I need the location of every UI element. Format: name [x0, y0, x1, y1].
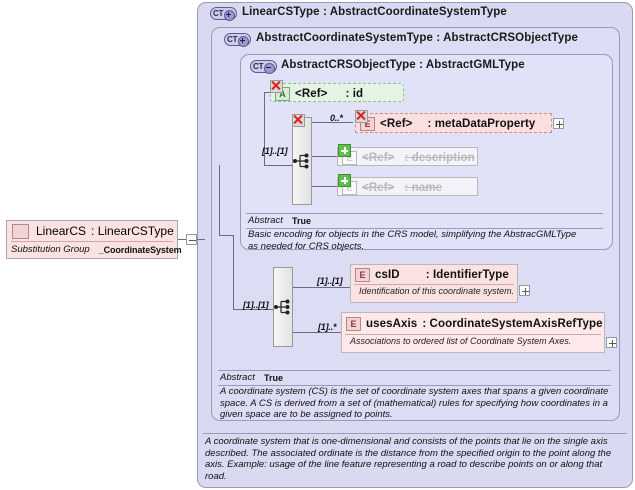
element-node-metadataproperty[interactable]: E <Ref> : metaDataProperty [355, 113, 552, 133]
attribute-node-id[interactable]: A <Ref> : id [270, 83, 404, 102]
occurrence-csid: [1]..[1] [317, 276, 343, 286]
element-name-name: : name [404, 181, 443, 194]
connector-line [219, 235, 233, 236]
element-type-csid: : IdentifierType [425, 268, 509, 281]
sequence-compositor-crs[interactable] [292, 117, 312, 205]
plus-badge-description[interactable] [338, 144, 351, 157]
divider [246, 228, 603, 229]
connector-line [197, 239, 205, 240]
sequence-icon [274, 299, 290, 315]
connector-line [264, 92, 265, 165]
attribute-ref-label: <Ref> [295, 87, 328, 100]
divider [218, 385, 611, 386]
element-node-usesaxis[interactable]: E usesAxis : CoordinateSystemAxisRefType… [341, 312, 605, 353]
collapse-button-linearcs[interactable] [186, 234, 197, 245]
connector-line [264, 92, 272, 93]
connector-line [264, 165, 292, 166]
connector-line [311, 186, 337, 187]
meta-value-abstract-crs: True [292, 216, 312, 226]
type-panel-abstractcrsobjecttype-title: AbstractCRSObjectType : AbstractGMLType [281, 59, 525, 71]
documentation-csid: Identification of this coordinate system… [354, 284, 514, 298]
element-icon: E [346, 316, 361, 331]
ct-badge-linearcstype[interactable]: CT [210, 7, 237, 21]
connector-line [233, 309, 273, 310]
expand-button-metadataproperty[interactable] [553, 118, 564, 129]
divider [203, 433, 627, 434]
type-panel-abstractcoordinatesystemtype-title: AbstractCoordinateSystemType : AbstractC… [256, 32, 578, 44]
expand-button-csid[interactable] [519, 285, 530, 296]
divider [218, 370, 611, 371]
meta-key-abstract-cs: Abstract [220, 372, 255, 383]
occurrence-usesaxis: [1]..* [318, 322, 337, 332]
meta-value-abstract-cs: True [264, 373, 284, 383]
connector-line [219, 165, 220, 235]
connector-line [311, 156, 337, 157]
element-node-linearcs[interactable]: LinearCS : LinearCSType Substitution Gro… [6, 220, 182, 259]
type-panel-linearcstype-title: LinearCSType : AbstractCoordinateSystemT… [242, 6, 507, 18]
ct-badge-abstractcoordinatesystemtype[interactable]: CT [224, 33, 251, 47]
element-name-usesaxis: usesAxis [366, 317, 418, 330]
element-node-description[interactable]: E <Ref> : description [337, 147, 478, 166]
element-icon [12, 223, 29, 239]
element-ref-label: <Ref> [362, 181, 395, 194]
element-node-name[interactable]: E <Ref> : name [337, 177, 478, 196]
element-ref-label: <Ref> [380, 117, 413, 130]
substitution-group-value: _CoordinateSystem [98, 244, 182, 255]
x-badge-sequence-crs[interactable] [292, 114, 305, 127]
occurrence-sequence-cs: [1]..[1] [243, 300, 269, 310]
x-badge-metadataproperty[interactable] [355, 110, 368, 123]
element-type-usesaxis: : CoordinateSystemAxisRefType [422, 317, 603, 330]
sequence-icon [293, 153, 309, 169]
element-name-linearcs: LinearCS [36, 224, 87, 238]
attribute-name: : id [345, 87, 364, 100]
element-ref-label: <Ref> [362, 151, 395, 164]
element-name-csid: csID [375, 268, 400, 281]
element-node-csid[interactable]: E csID : IdentifierType Identification o… [350, 264, 518, 303]
divider [246, 213, 603, 214]
connector-line [293, 332, 341, 333]
expand-button-usesaxis[interactable] [606, 337, 617, 348]
substitution-group-label: Substitution Group [11, 244, 90, 255]
documentation-linearcstype: A coordinate system that is one-dimensio… [205, 436, 612, 482]
x-badge-id[interactable] [270, 80, 283, 93]
element-name-description: : description [404, 151, 475, 164]
element-name-metadataproperty: : metaDataProperty [427, 117, 536, 130]
connector-line [178, 239, 186, 240]
documentation-abstractcrsobjecttype: Basic encoding for objects in the CRS mo… [248, 229, 577, 252]
element-type-linearcs: : LinearCSType [91, 224, 174, 238]
documentation-usesaxis: Associations to ordered list of Coordina… [345, 334, 601, 348]
meta-key-abstract-crs: Abstract [248, 215, 283, 226]
element-icon: E [355, 267, 370, 282]
sequence-compositor-cs[interactable] [273, 267, 293, 347]
connector-line [293, 287, 350, 288]
plus-badge-name[interactable] [338, 174, 351, 187]
connector-line [233, 235, 234, 309]
connector-line [311, 122, 353, 123]
occurrence-metadataproperty: 0..* [330, 113, 343, 123]
ct-badge-abstractcrsobjecttype[interactable]: CT [250, 60, 277, 74]
occurrence-sequence-crs: [1]..[1] [262, 146, 288, 156]
documentation-abstractcoordinatesystemtype: A coordinate system (CS) is the set of c… [220, 386, 609, 420]
